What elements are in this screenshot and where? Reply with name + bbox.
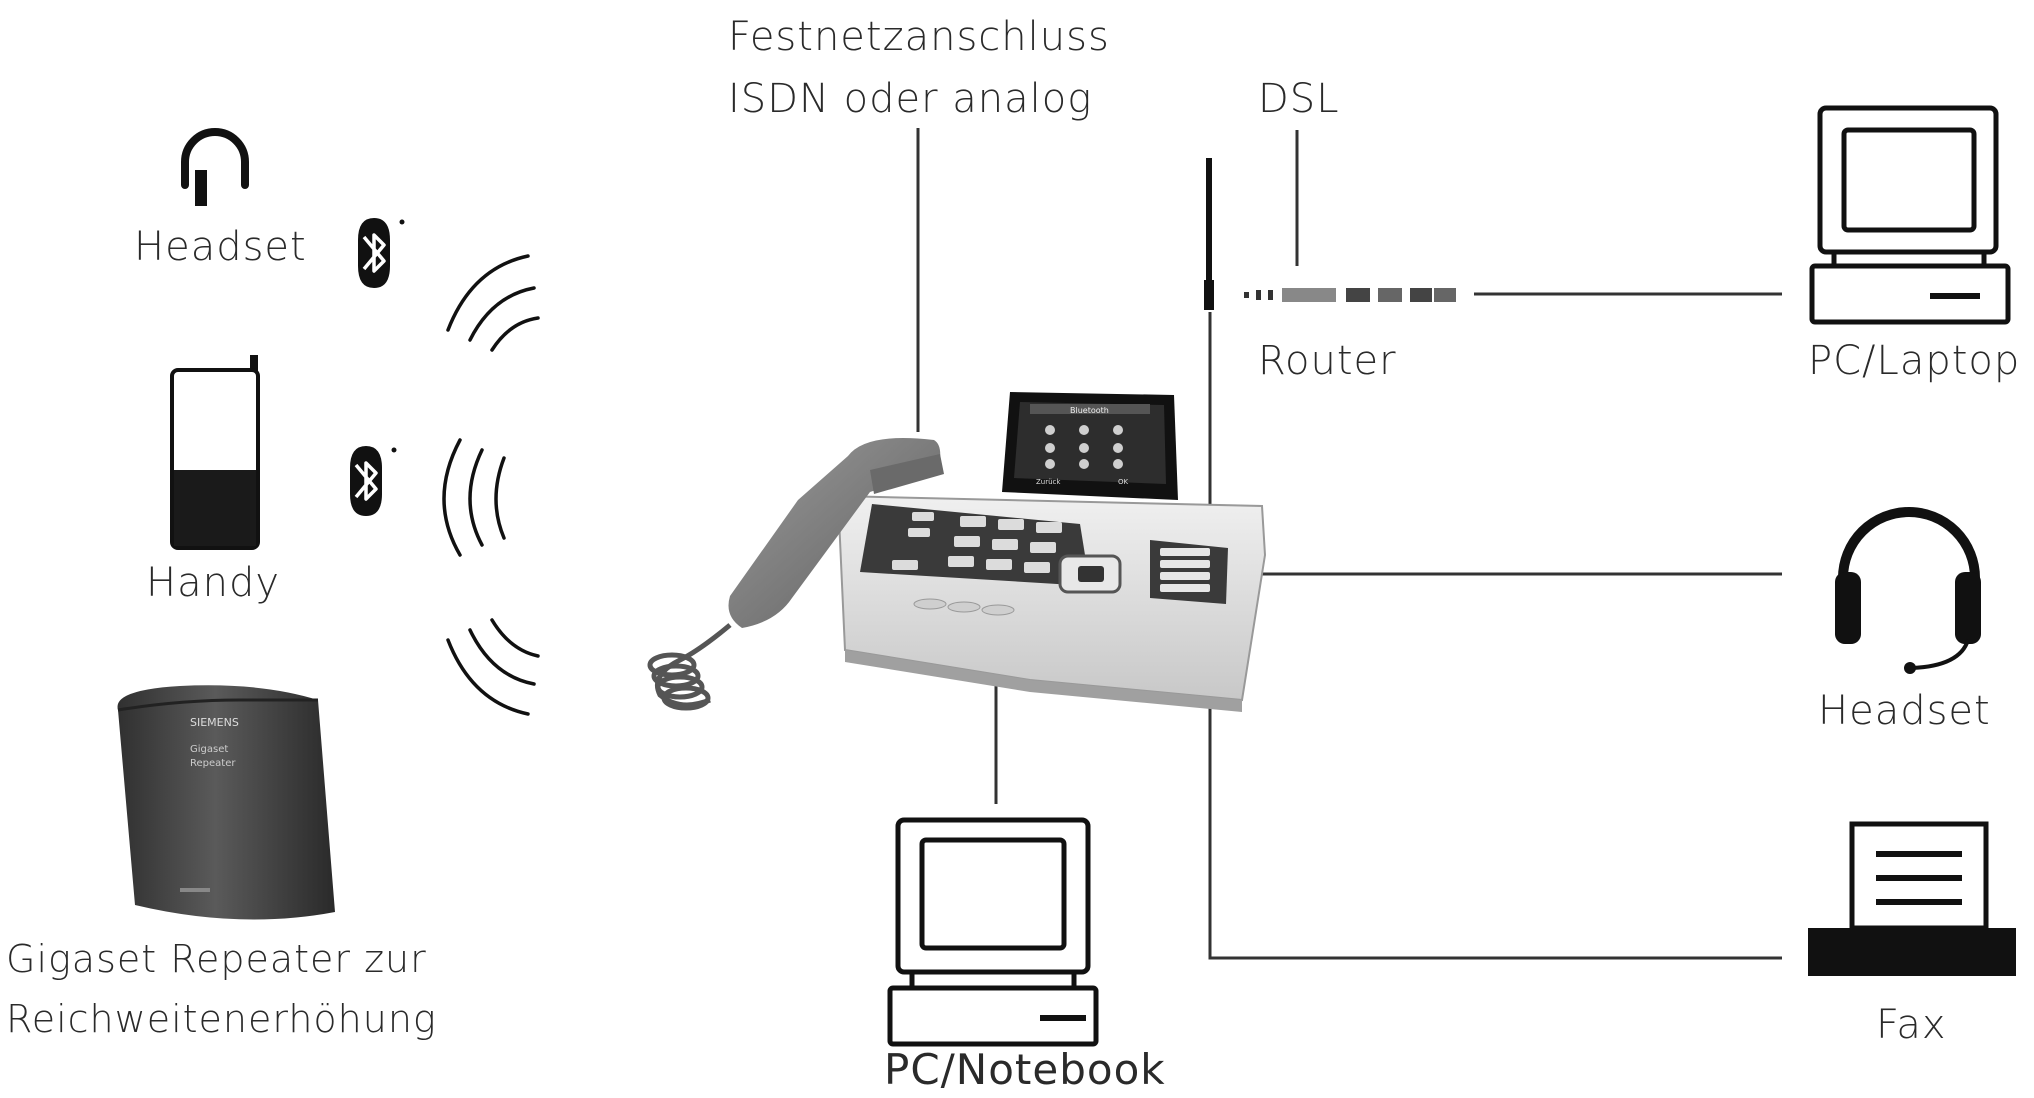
headset-icon bbox=[181, 128, 249, 206]
desk-phone-icon: Bluetooth Zurück OK bbox=[647, 392, 1267, 712]
svg-text:Bluetooth: Bluetooth bbox=[1070, 406, 1109, 415]
connection-lines bbox=[916, 128, 1782, 960]
repeater-icon: SIEMENS Gigaset Repeater bbox=[117, 685, 335, 920]
line-phone-fax bbox=[1208, 700, 1782, 960]
repeater-label-line2: Reichweitenerhöhung bbox=[6, 997, 437, 1041]
svg-text:OK: OK bbox=[1118, 478, 1129, 486]
svg-text:Repeater: Repeater bbox=[190, 758, 236, 769]
computer-icon bbox=[887, 817, 1099, 1047]
fax-label: Fax bbox=[1876, 1002, 1947, 1048]
router-icon bbox=[1204, 158, 1456, 310]
bluetooth-icon bbox=[350, 446, 397, 516]
fax-icon bbox=[1808, 821, 2016, 976]
pc-notebook-label: PC/Notebook bbox=[884, 1045, 1166, 1094]
svg-text:Gigaset: Gigaset bbox=[190, 744, 228, 755]
svg-text:Zurück: Zurück bbox=[1036, 478, 1061, 486]
bluetooth-icon bbox=[358, 218, 405, 288]
festnetz-label-line2: ISDN oder analog bbox=[728, 76, 1093, 122]
radio-waves-icon bbox=[442, 254, 540, 716]
festnetz-label-line1: Festnetzanschluss bbox=[728, 14, 1110, 60]
headset-right-label: Headset bbox=[1818, 688, 1991, 734]
router-label: Router bbox=[1258, 338, 1397, 384]
repeater-label-line1: Gigaset Repeater zur bbox=[6, 937, 427, 981]
headset-left-label: Headset bbox=[134, 224, 307, 270]
headset-with-mic-icon bbox=[1835, 507, 1981, 674]
dsl-label: DSL bbox=[1258, 76, 1340, 122]
computer-icon bbox=[1809, 105, 2011, 325]
svg-text:SIEMENS: SIEMENS bbox=[190, 716, 239, 729]
pc-laptop-label: PC/Laptop bbox=[1808, 338, 2021, 384]
mobile-phone-icon bbox=[170, 355, 260, 550]
handy-label: Handy bbox=[146, 560, 281, 606]
